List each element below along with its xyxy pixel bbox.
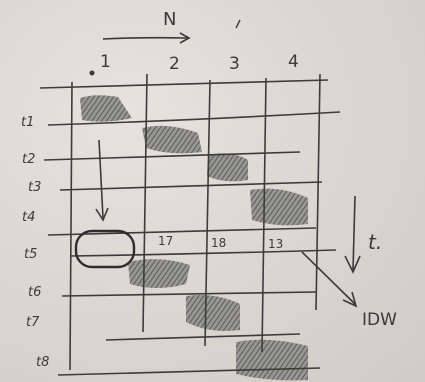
hline-5: [69, 249, 337, 257]
shade-t7-col3: [186, 295, 240, 331]
stray-mark: [235, 19, 241, 29]
vline-3: [204, 79, 211, 347]
hline-3: [59, 181, 323, 191]
column-label-4: 4: [288, 52, 299, 72]
down-arrow: [95, 139, 109, 222]
hline-6: [61, 291, 317, 297]
shade-t2-col2: [142, 125, 202, 154]
hline-1: [47, 111, 341, 126]
shade-t6-col2: [128, 259, 190, 288]
vline-5: [315, 73, 321, 311]
time-arrow: [344, 195, 361, 274]
cell-t5-col3: 18: [211, 236, 226, 250]
row-label-t3: t3: [28, 180, 41, 195]
hline-8: [57, 367, 321, 376]
shade-t1-col1: [80, 95, 132, 122]
cell-t5-col2: 17: [158, 234, 173, 248]
time-axis-label: t.: [368, 230, 382, 254]
column-label-1: 1: [100, 52, 111, 72]
row-label-t2: t2: [22, 152, 35, 167]
horizontal-grid-lines: [39, 79, 341, 376]
row-label-t4: t4: [22, 210, 35, 225]
circled-cell-t5: [74, 229, 136, 269]
shade-t8-col4: [236, 339, 308, 381]
hline-7: [105, 333, 301, 341]
row-label-t8: t8: [36, 355, 49, 370]
hline-4: [47, 227, 317, 236]
vline-4: [261, 77, 267, 353]
hline-2: [43, 151, 301, 161]
dot-mark: [89, 70, 95, 76]
axis-letter-n: N: [163, 9, 176, 30]
shade-t3-col3: [207, 153, 248, 182]
column-label-2: 2: [169, 54, 180, 74]
row-label-t5: t5: [24, 247, 37, 262]
hline-0: [39, 79, 329, 89]
vline-1: [69, 81, 73, 371]
cell-t5-col4: 13: [268, 237, 283, 251]
row-label-t1: t1: [21, 115, 34, 130]
row-label-t7: t7: [26, 315, 40, 330]
idw-annotation: IDW: [362, 310, 397, 330]
column-label-3: 3: [229, 54, 240, 74]
n-arrow: [102, 32, 191, 44]
idw-pointer: [301, 251, 358, 308]
row-label-t6: t6: [28, 285, 41, 300]
shade-t4-col4: [250, 188, 308, 226]
vertical-grid-lines: [69, 73, 321, 371]
vline-2: [142, 73, 148, 333]
